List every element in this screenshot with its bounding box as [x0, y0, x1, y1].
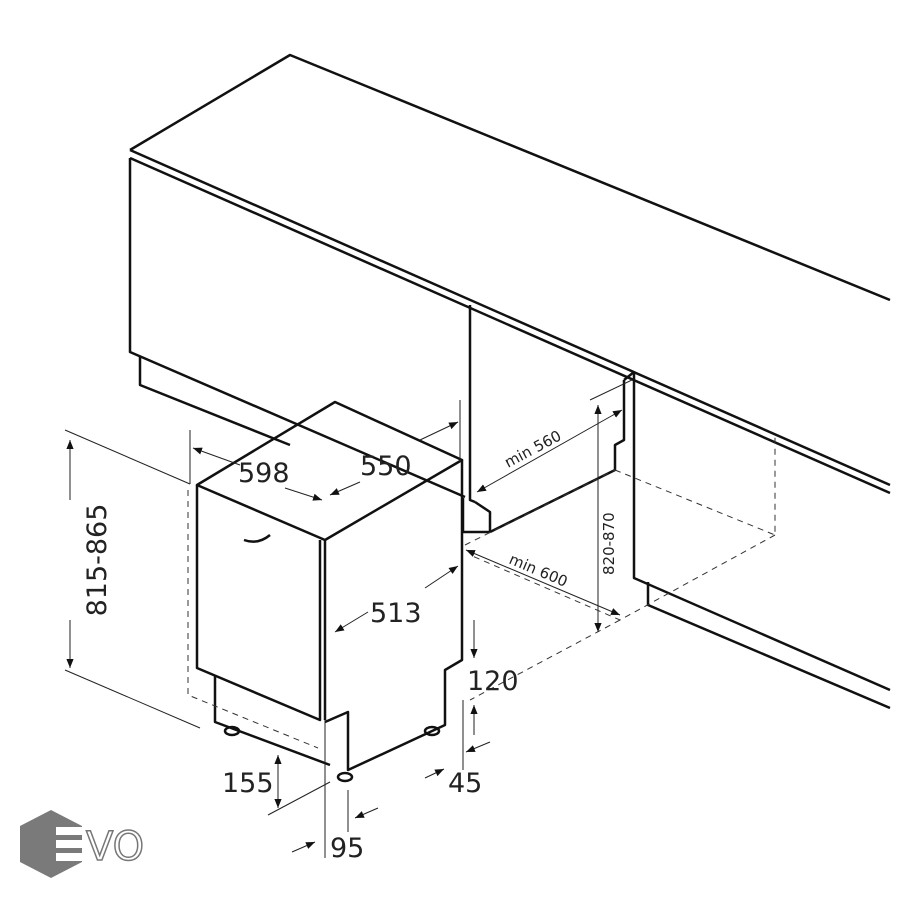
- plinth-height-label: 120: [467, 666, 519, 697]
- door-offset-label: 95: [330, 833, 364, 864]
- right-cabinet: [623, 371, 891, 710]
- countertop: [129, 53, 891, 495]
- svg-text:VO: VO: [86, 824, 144, 870]
- inner-depth-label: 513: [370, 598, 422, 629]
- niche-outline: [464, 435, 776, 701]
- foot: [336, 771, 354, 783]
- width-label: 598: [238, 458, 290, 489]
- depth-label: 550: [360, 451, 412, 482]
- evo-logo: VO: [20, 810, 145, 878]
- left-cabinet: [128, 158, 626, 534]
- niche-depth-label: min 560: [501, 427, 564, 472]
- dishwasher: [187, 400, 464, 783]
- niche-height-label: 820-870: [600, 512, 618, 575]
- plinth-setback-label: 45: [448, 768, 482, 799]
- foot: [423, 725, 441, 737]
- door-bottom-label: 155: [222, 768, 274, 799]
- height-label: 815-865: [82, 504, 113, 617]
- dimension-lines: [64, 379, 633, 858]
- foot: [223, 725, 241, 737]
